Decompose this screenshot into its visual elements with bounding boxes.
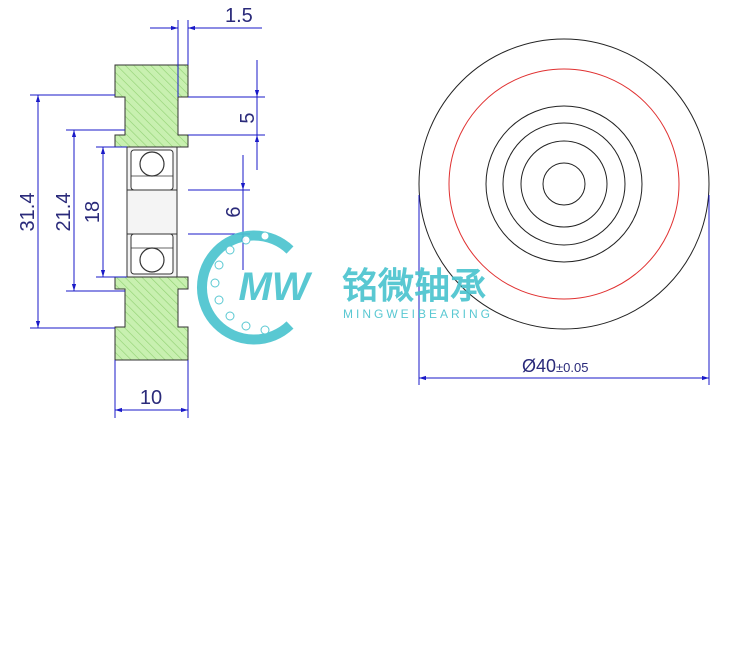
dim-18-label: 18	[82, 201, 104, 223]
logo-ring-icon	[197, 230, 294, 345]
bore-circle	[542, 162, 586, 206]
dim-31-4-label: 31.4	[17, 193, 39, 232]
lower-section-hatch	[114, 276, 189, 361]
dim-21-4-label: 21.4	[53, 193, 75, 232]
bearing-outer-circle	[502, 122, 626, 246]
watermark-logo: MW 铭微轴承 MINGWEIBEARING	[197, 230, 493, 345]
front-view: Ø40±0.05	[418, 38, 710, 385]
logo-name-en: MINGWEIBEARING	[343, 307, 493, 321]
hub-circle	[485, 105, 643, 263]
dim-5-label: 5	[237, 112, 259, 123]
bearing-section	[126, 146, 178, 278]
outer-circle	[418, 38, 710, 330]
dim-1-5-label: 1.5	[225, 5, 253, 27]
logo-mark: MW	[238, 265, 312, 309]
dim-10-label: 10	[140, 387, 162, 409]
side-view: 1.5 5 6 31.4 21.4 18 10	[17, 5, 265, 418]
bearing-inner-circle	[520, 140, 608, 228]
diameter-tolerance: ±0.05	[556, 360, 588, 375]
diameter-value: Ø40	[522, 356, 556, 376]
dim-diameter-label: Ø40±0.05	[522, 356, 588, 376]
upper-section-hatch	[114, 64, 189, 148]
logo-name-cn: 铭微轴承	[342, 266, 486, 307]
dim-6-label: 6	[223, 206, 245, 217]
ball-upper	[139, 151, 165, 177]
groove-circle	[448, 68, 680, 300]
ball-lower	[139, 247, 165, 273]
